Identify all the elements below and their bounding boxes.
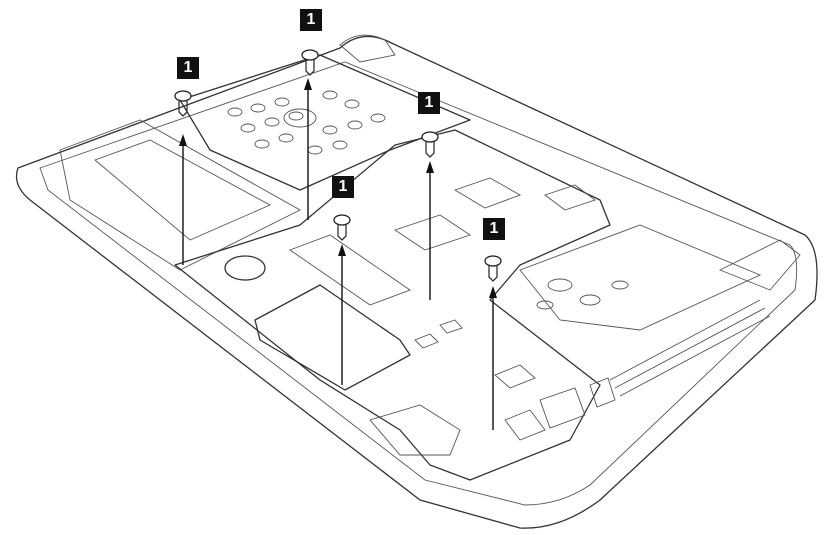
hinge-top xyxy=(339,34,396,63)
memory-module xyxy=(254,284,411,391)
speaker xyxy=(369,404,461,456)
base-cover-inner-rim xyxy=(39,61,798,506)
callout-1e: 1 xyxy=(483,218,505,240)
right-bracket xyxy=(519,224,762,331)
screw-a xyxy=(174,90,192,117)
motherboard xyxy=(174,129,611,481)
left-bay xyxy=(59,119,301,271)
callout-1b: 1 xyxy=(300,9,322,31)
vent-grille xyxy=(609,299,771,397)
bracket-holes xyxy=(227,90,386,155)
hdd-bracket-plate xyxy=(179,54,471,191)
screw-c xyxy=(421,131,439,158)
cmos-battery xyxy=(224,255,266,281)
screw-b xyxy=(301,49,319,76)
base-cover-outline xyxy=(15,35,818,529)
callout-1d: 1 xyxy=(332,176,354,198)
board-chips xyxy=(393,177,596,389)
screw-d xyxy=(333,214,351,241)
removal-arrows xyxy=(179,78,497,430)
hinge-right xyxy=(718,239,801,291)
callout-1c: 1 xyxy=(418,92,440,114)
screw-e xyxy=(484,255,502,282)
side-ports xyxy=(504,377,616,441)
callout-1a: 1 xyxy=(177,57,199,79)
